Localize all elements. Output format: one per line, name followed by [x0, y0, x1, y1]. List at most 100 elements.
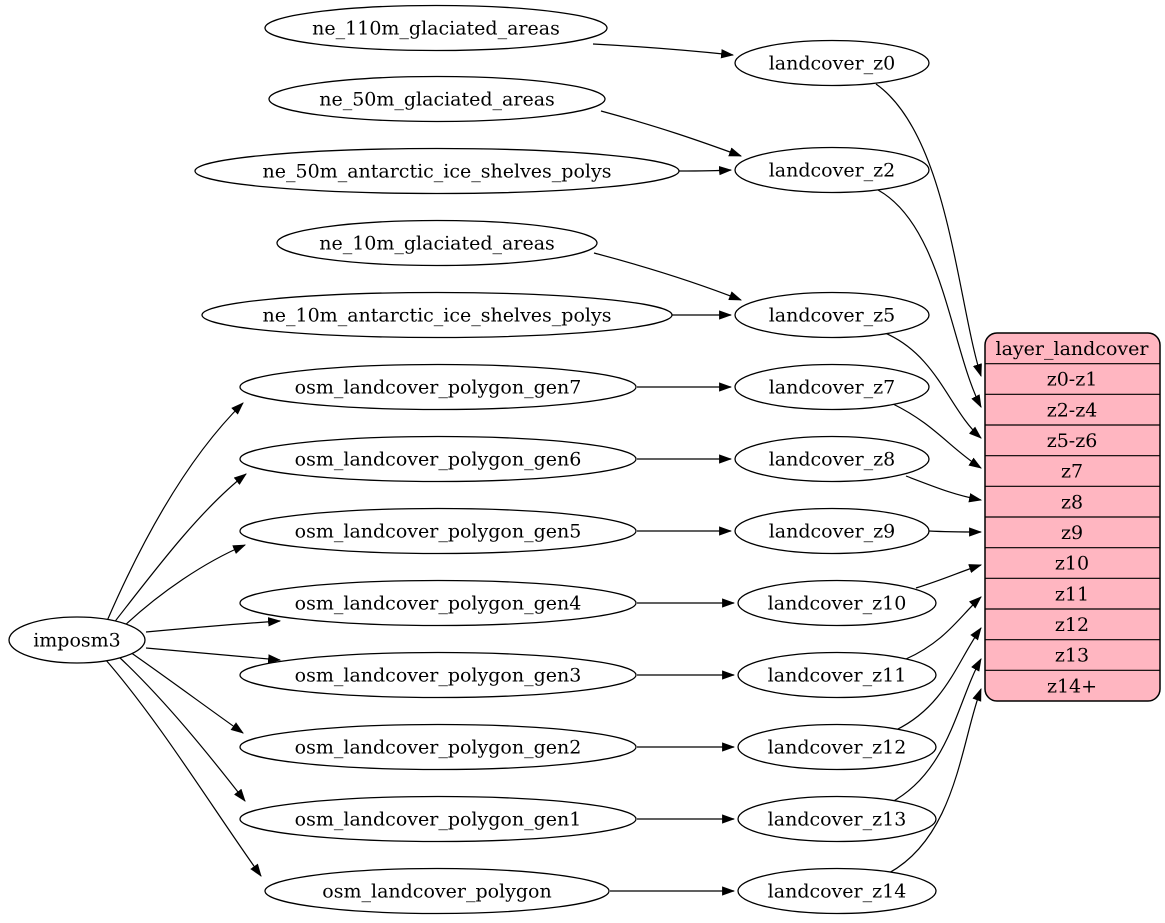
node-osm-landcover-polygon: osm_landcover_polygon [264, 867, 610, 915]
node-landcover-z0: landcover_z0 [734, 39, 930, 87]
node-landcover-z2-shape [734, 146, 930, 194]
node-osm-landcover-polygon-gen7: osm_landcover_polygon_gen7 [239, 363, 637, 411]
node-osm-landcover-polygon-gen7-shape [239, 363, 637, 411]
node-imposm3: imposm3 [8, 616, 146, 664]
node-osm-landcover-polygon-gen4: osm_landcover_polygon_gen4 [239, 579, 637, 627]
node-landcover-z9: landcover_z9 [734, 507, 930, 555]
node-osm-landcover-polygon-gen2: osm_landcover_polygon_gen2 [239, 723, 637, 771]
node-landcover-z8-label: landcover_z8 [769, 449, 896, 471]
edge-imposm3-gen7 [106, 402, 244, 622]
node-osm-landcover-polygon-gen6: osm_landcover_polygon_gen6 [239, 435, 637, 483]
node-osm-landcover-polygon-gen1-shape [239, 795, 637, 843]
node-landcover-z7: landcover_z7 [734, 363, 930, 411]
node-landcover-z10-shape [737, 579, 937, 627]
node-ne-50m-glaciated-areas-label: ne_50m_glaciated_areas [319, 89, 555, 111]
node-osm-landcover-polygon-shape [264, 867, 610, 915]
edge-z9-row [928, 527, 983, 537]
node-osm-landcover-polygon-gen6-label: osm_landcover_polygon_gen6 [295, 449, 582, 471]
node-osm-landcover-polygon-gen5: osm_landcover_polygon_gen5 [239, 507, 637, 555]
node-ne-110m-glaciated-areas: ne_110m_glaciated_areas [264, 4, 608, 52]
table-row-z0-z1: z0-z1 [1047, 369, 1098, 391]
edge-imposm3-gen4 [145, 617, 282, 633]
node-osm-landcover-polygon-gen2-label: osm_landcover_polygon_gen2 [295, 737, 582, 759]
node-landcover-z11-shape [737, 651, 937, 699]
table-row-z14plus: z14+ [1047, 675, 1097, 697]
edge-ne110m-z0 [592, 43, 735, 59]
node-landcover-z7-shape [734, 363, 930, 411]
node-osm-landcover-polygon-gen5-label: osm_landcover_polygon_gen5 [295, 521, 582, 543]
node-landcover-z8: landcover_z8 [734, 435, 930, 483]
node-landcover-z13-label: landcover_z13 [768, 809, 907, 831]
node-landcover-z0-label: landcover_z0 [769, 53, 896, 75]
table-row-z8: z8 [1061, 491, 1083, 513]
node-ne-10m-antarctic-ice-shelves-polys-shape [201, 291, 673, 339]
node-ne-50m-antarctic-ice-shelves-polys-shape [194, 147, 680, 195]
edge-imposm3-polygon [104, 658, 262, 877]
node-imposm3-shape [8, 616, 146, 664]
table-title: layer_landcover [996, 338, 1150, 360]
node-osm-landcover-polygon-gen3: osm_landcover_polygon_gen3 [239, 651, 637, 699]
edge-imposm3-gen3 [145, 647, 282, 664]
node-landcover-z2: landcover_z2 [734, 146, 930, 194]
node-landcover-z11-label: landcover_z11 [768, 665, 907, 687]
node-osm-landcover-polygon-gen2-shape [239, 723, 637, 771]
node-landcover-z13-shape [737, 795, 937, 843]
edge-imposm3-gen2 [129, 651, 244, 734]
node-imposm3-label: imposm3 [33, 630, 121, 652]
node-landcover-z5: landcover_z5 [734, 291, 930, 339]
node-landcover-z12-shape [737, 723, 937, 771]
table-row-z11: z11 [1055, 583, 1089, 605]
node-ne-50m-antarctic-ice-shelves-polys: ne_50m_antarctic_ice_shelves_polys [194, 147, 680, 195]
node-ne-50m-glaciated-areas-shape [268, 75, 606, 123]
table-row-separators [985, 363, 1160, 671]
node-landcover-z9-label: landcover_z9 [769, 521, 896, 543]
node-landcover-z12: landcover_z12 [737, 723, 937, 771]
table-row-z10: z10 [1055, 553, 1089, 575]
node-landcover-z13: landcover_z13 [737, 795, 937, 843]
edge-z0-row [875, 83, 982, 378]
node-landcover-z10-label: landcover_z10 [768, 593, 907, 615]
node-landcover-z2-label: landcover_z2 [769, 160, 896, 182]
node-osm-landcover-polygon-label: osm_landcover_polygon [322, 881, 551, 903]
node-ne-10m-antarctic-ice-shelves-polys-label: ne_10m_antarctic_ice_shelves_polys [263, 305, 612, 327]
node-landcover-z5-shape [734, 291, 930, 339]
node-ne-10m-glaciated-areas-shape [276, 219, 598, 267]
node-landcover-z0-shape [734, 39, 930, 87]
node-landcover-z9-shape [734, 507, 930, 555]
table-row-z2-z4: z2-z4 [1047, 399, 1098, 421]
edge-ne50m-antarctic-z2 [678, 166, 733, 176]
table-layer-landcover: layer_landcover z0-z1 z2-z4 z5-z6 z7 z8 … [984, 332, 1161, 702]
node-landcover-z10: landcover_z10 [737, 579, 937, 627]
node-osm-landcover-polygon-gen6-shape [239, 435, 637, 483]
node-landcover-z14-shape [737, 867, 937, 915]
node-ne-10m-glaciated-areas-label: ne_10m_glaciated_areas [319, 233, 555, 255]
edge-imposm3-gen5 [121, 544, 246, 629]
table-row-z12: z12 [1055, 614, 1089, 636]
node-landcover-z8-shape [734, 435, 930, 483]
node-ne-110m-glaciated-areas-label: ne_110m_glaciated_areas [312, 18, 560, 40]
node-landcover-z5-label: landcover_z5 [769, 305, 896, 327]
edge-z11-row [905, 596, 982, 660]
node-ne-50m-antarctic-ice-shelves-polys-label: ne_50m_antarctic_ice_shelves_polys [263, 161, 612, 183]
edge-z12-row [895, 627, 982, 731]
node-ne-10m-glaciated-areas: ne_10m_glaciated_areas [276, 219, 598, 267]
node-landcover-z12-label: landcover_z12 [768, 737, 907, 759]
node-osm-landcover-polygon-gen5-shape [239, 507, 637, 555]
node-osm-landcover-polygon-gen1: osm_landcover_polygon_gen1 [239, 795, 637, 843]
edge-z2-row [877, 189, 982, 408]
edge-z7-row [892, 403, 982, 469]
table-row-z13: z13 [1055, 645, 1089, 667]
node-ne-50m-glaciated-areas: ne_50m_glaciated_areas [268, 75, 606, 123]
node-osm-landcover-polygon-gen7-label: osm_landcover_polygon_gen7 [295, 377, 582, 399]
edge-z5-row [884, 332, 982, 439]
node-osm-landcover-polygon-gen3-shape [239, 651, 637, 699]
node-ne-110m-glaciated-areas-shape [264, 4, 608, 52]
node-landcover-z7-label: landcover_z7 [769, 377, 896, 399]
edge-z14-row [886, 687, 982, 875]
edge-ne10m-glaciated-z5 [593, 252, 743, 301]
edge-z13-row [889, 658, 982, 804]
table-row-z9: z9 [1061, 522, 1083, 544]
node-osm-landcover-polygon-gen4-shape [239, 579, 637, 627]
table-row-z7: z7 [1061, 461, 1083, 483]
